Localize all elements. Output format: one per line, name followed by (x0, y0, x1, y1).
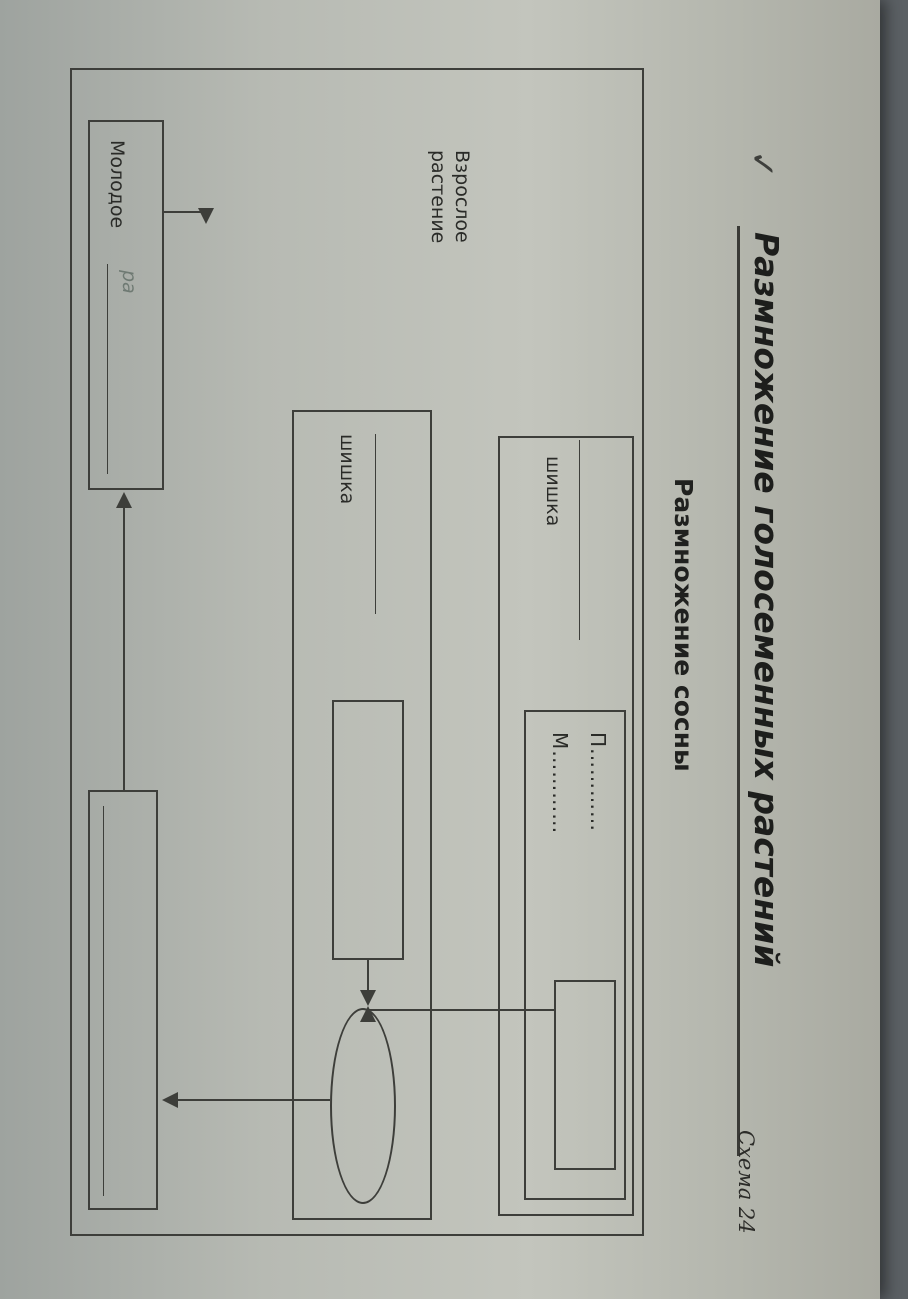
connector-arrows (116, 208, 554, 1108)
arrow-upper-box-to-seed (360, 1006, 554, 1022)
worksheet: ✓ Размножение голосеменных растений Схем… (70, 68, 786, 1236)
arrow-young-to-adult (164, 208, 214, 224)
paper-sheet: ✓ Размножение голосеменных растений Схем… (0, 0, 880, 1299)
